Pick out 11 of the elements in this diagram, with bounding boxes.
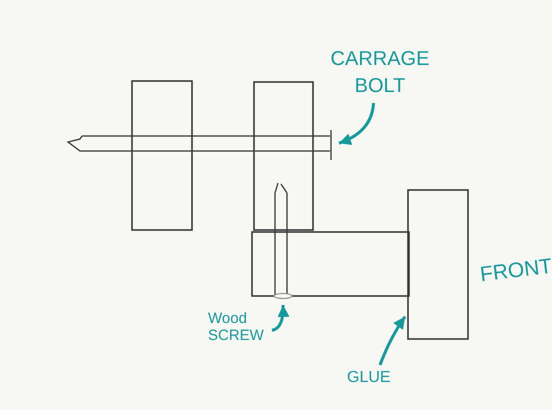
part-label: FRONT (478, 254, 552, 288)
part-label: Wood SCREW (208, 310, 270, 344)
wood-board (253, 81, 314, 231)
leader-arrow (338, 102, 376, 145)
part-label: GLUE (347, 368, 407, 388)
wood-board (407, 189, 469, 340)
part-label: CARRAGE BOLT (326, 46, 434, 100)
leader-arrow (378, 316, 406, 366)
wood-board (131, 80, 193, 231)
wood-board (251, 231, 410, 297)
screw-drawing (271, 180, 295, 302)
